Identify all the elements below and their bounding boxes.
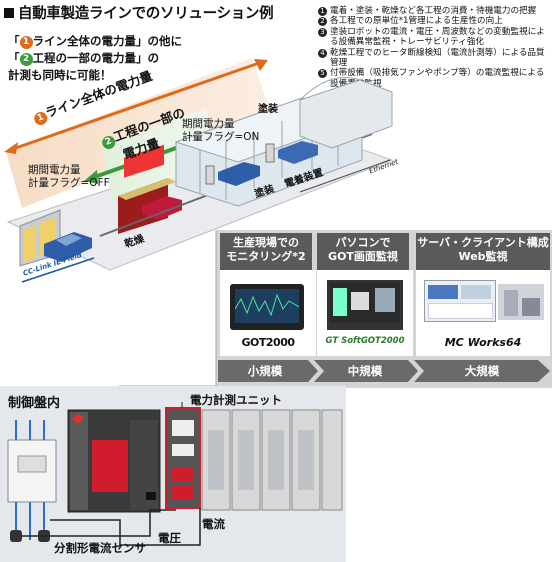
- robot-icon: [205, 165, 215, 185]
- car-blue: [44, 232, 92, 262]
- web-dashboard-icon: [424, 280, 496, 322]
- current-label: 電流: [202, 517, 225, 531]
- monitoring-header-3: サーバ・クライアント構成 Web監視: [416, 233, 550, 270]
- note-text: 塗装ロボットの電流・電圧・周波数などの変動監視による設備異常監視・トレーサビリテ…: [330, 26, 545, 48]
- circle-number-1-icon: 1: [19, 36, 33, 49]
- note-number-icon: 3: [318, 27, 327, 37]
- intro-line-1: ライン全体の電力量」の他に: [32, 34, 183, 48]
- flag-on-label: 期間電力量 計量フラグ=ON: [182, 118, 259, 144]
- monitoring-card-1: GOT2000: [220, 270, 316, 356]
- cclink-line: [21, 257, 95, 283]
- voltage-wire: [50, 508, 201, 546]
- io-module: [201, 409, 231, 511]
- monitoring-header-1: 生産現場での モニタリング*2: [220, 233, 312, 270]
- flag-on-line-2: 計量フラグ=ON: [182, 131, 260, 143]
- voltage-label: 電圧: [158, 531, 181, 545]
- robot-icon: [265, 143, 275, 163]
- note-text: 各工程での原単位*1管理による生産性の向上: [330, 16, 503, 27]
- power-unit-label: 電力計測ユニット: [190, 393, 282, 407]
- got2000-logo: GOT2000: [241, 336, 296, 349]
- intro-bracket: 「: [8, 34, 20, 48]
- note-number-icon: 2: [318, 17, 327, 27]
- monitoring-title-3a: サーバ・クライアント構成: [417, 236, 549, 249]
- ethernet-line: [299, 159, 391, 193]
- flag-off-line-1: 期間電力量: [28, 164, 81, 176]
- note-number-icon: 5: [318, 69, 327, 79]
- io-module: [321, 409, 343, 511]
- scale-medium: 中規模: [347, 364, 383, 378]
- flag-off-label: 期間電力量 計量フラグ=OFF: [28, 164, 110, 190]
- mcworks-logo: MC Works64: [444, 336, 522, 349]
- got-panel-icon: [230, 284, 304, 330]
- monitoring-title-1b: モニタリング*2: [226, 250, 306, 263]
- note-number-icon: 1: [318, 7, 327, 16]
- sensor-label: 分割形電流センサ: [54, 541, 146, 555]
- control-panel-label: 制御盤内: [8, 396, 61, 411]
- monitoring-title-2b: GOT画面監視: [328, 250, 398, 263]
- note-text: 乾燥工程でのヒータ断線検知（電流計測等）による品質管理: [330, 47, 545, 69]
- note-text: 電着・塗装・乾燥など各工程の消費・待機電力の把握: [330, 6, 537, 16]
- server-machine-icon: [498, 284, 544, 320]
- scale-large: 大規模: [464, 364, 500, 378]
- scale-small: 小規模: [247, 364, 283, 378]
- flag-on-line-1: 期間電力量: [182, 118, 235, 130]
- current-sensor-icon: [10, 530, 22, 542]
- intro-line-3: 計測も同時に可能！: [8, 68, 112, 82]
- car-blue-painting-2: [278, 141, 318, 164]
- whole-line-arrow: [9, 60, 263, 152]
- page-title-text: 自動車製造ラインでのソリューション例: [18, 6, 274, 22]
- monitoring-title-2a: パソコンで: [335, 236, 391, 249]
- monitoring-header-2: パソコンで GOT画面監視: [317, 233, 409, 270]
- intro-bracket: 「: [8, 51, 20, 65]
- monitoring-title-3b: Web監視: [458, 250, 508, 263]
- circle-number-2-icon: 2: [19, 53, 33, 66]
- car-red: [142, 196, 182, 220]
- current-wire: [22, 509, 176, 537]
- intro-line-2: 工程の一部の電力量」の: [32, 51, 160, 65]
- monitoring-card-3: MC Works64: [416, 270, 550, 356]
- title-square-icon: [4, 8, 14, 18]
- softgot-screen-icon: [327, 280, 403, 330]
- softgot-logo: GT SoftGOT2000: [325, 336, 405, 346]
- flag-off-line-2: 計量フラグ=OFF: [28, 177, 110, 189]
- scale-arrow-bar: [218, 360, 550, 382]
- page-title: 自動車製造ラインでのソリューション例: [4, 2, 274, 23]
- monitoring-card-2: GT SoftGOT2000: [317, 270, 413, 356]
- painting-label: 塗装: [258, 104, 278, 115]
- note-number-icon: 4: [318, 48, 327, 58]
- car-blue-painting: [218, 162, 260, 186]
- monitoring-title-1a: 生産現場での: [233, 236, 299, 249]
